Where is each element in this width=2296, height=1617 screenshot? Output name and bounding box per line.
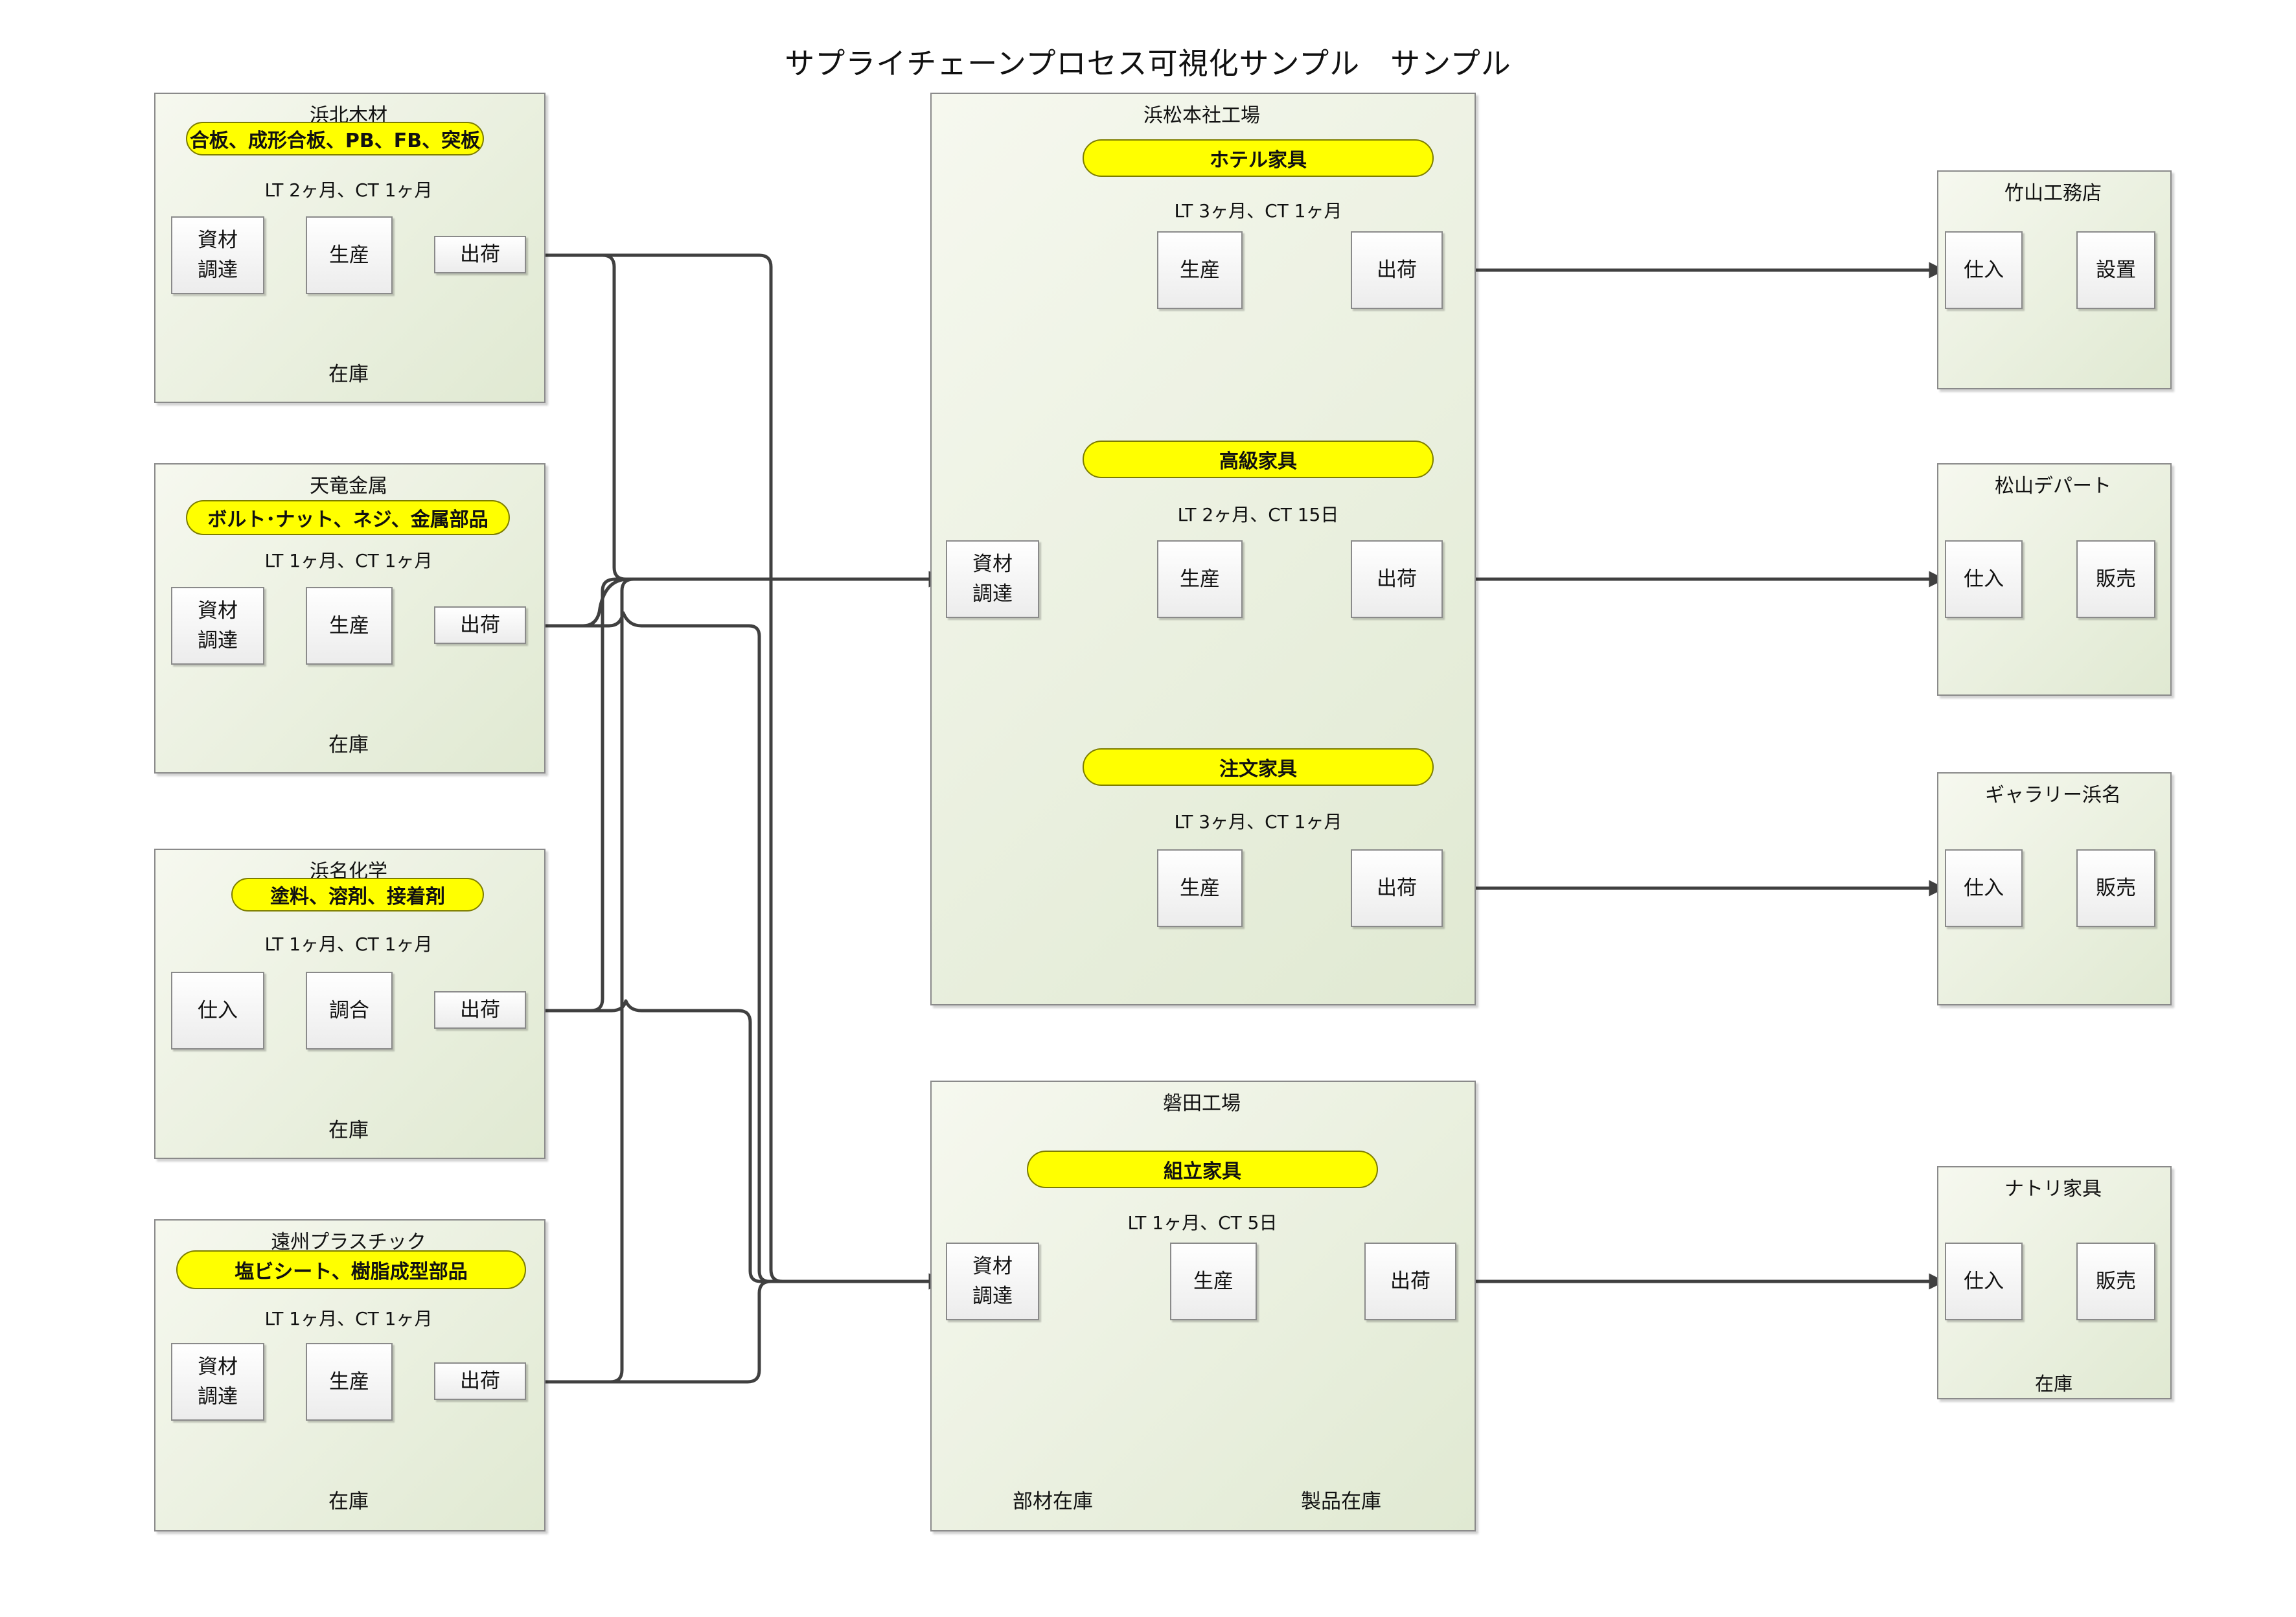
inventory-label: 在庫 (2034, 1373, 2072, 1395)
flow-connector (524, 253, 945, 588)
ship-box[interactable]: 出荷 (1351, 540, 1443, 618)
product-pill: 塩ビシート、樹脂成型部品 (176, 1250, 526, 1289)
flow-connector (524, 571, 945, 1384)
lead-time-label: LT 3ヶ月、CT 1ヶ月 (1174, 200, 1342, 222)
customer-name: 松山デパート (1995, 475, 2111, 498)
procure-box[interactable]: 資材 調達 (946, 540, 1039, 618)
purchase-box[interactable]: 仕入 (171, 972, 264, 1049)
ship-box[interactable]: 出荷 (434, 236, 526, 273)
purchase-box[interactable]: 仕入 (1945, 849, 2023, 927)
flow-connector (524, 999, 945, 1290)
inventory-label: 在庫 (328, 733, 369, 757)
flow-connector (524, 611, 945, 1290)
ship-box[interactable]: 出荷 (434, 1362, 526, 1400)
lead-time-label: LT 2ヶ月、CT 1ヶ月 (264, 179, 433, 201)
page-title: サプライチェーンプロセス可視化サンプル サンプル (785, 46, 1511, 81)
ship-box[interactable]: 出荷 (1351, 231, 1443, 309)
factory-name: 浜松本社工場 (1143, 104, 1260, 127)
ship-box[interactable]: 出荷 (1351, 849, 1443, 927)
flow-connector (524, 253, 945, 1290)
produce-box[interactable]: 生産 (1157, 231, 1243, 309)
supplier-name: 遠州プラスチック (271, 1231, 426, 1254)
flow-connector (524, 571, 945, 628)
sales-box[interactable]: 販売 (2076, 849, 2155, 927)
parts-inventory-label: 部材在庫 (1013, 1490, 1093, 1513)
ship-box[interactable]: 出荷 (434, 991, 526, 1029)
produce-box[interactable]: 生産 (1170, 1243, 1257, 1320)
lead-time-label: LT 3ヶ月、CT 1ヶ月 (1174, 811, 1342, 832)
lead-time-label: LT 1ヶ月、CT 1ヶ月 (264, 550, 433, 571)
factory-name: 磐田工場 (1163, 1092, 1241, 1115)
procure-box[interactable]: 資材 調達 (171, 587, 264, 665)
lead-time-label: LT 2ヶ月、CT 15日 (1177, 504, 1339, 525)
produce-box[interactable]: 生産 (1157, 849, 1243, 927)
flow-connector (524, 571, 945, 1013)
inventory-label: 在庫 (328, 1119, 369, 1142)
produce-box[interactable]: 生産 (306, 587, 393, 665)
sales-box[interactable]: 販売 (2076, 1243, 2155, 1320)
inventory-label: 在庫 (328, 1490, 369, 1513)
ship-box[interactable]: 出荷 (1364, 1243, 1456, 1320)
product-pill: ボルト･ナット、ネジ、金属部品 (186, 500, 510, 535)
customer-name: ギャラリー浜名 (1985, 784, 2121, 807)
lead-time-label: LT 1ヶ月、CT 5日 (1127, 1212, 1278, 1233)
product-pill: 合板、成形合板、PB、FB、突板 (186, 122, 484, 155)
sales-box[interactable]: 販売 (2076, 540, 2155, 618)
product-pill: 塗料、溶剤、接着剤 (231, 878, 484, 912)
customer-name: ナトリ家具 (2004, 1178, 2102, 1200)
product-pill: 注文家具 (1083, 748, 1434, 786)
ship-box[interactable]: 出荷 (434, 606, 526, 644)
produce-box[interactable]: 生産 (306, 1343, 393, 1421)
blending-box[interactable]: 調合 (306, 972, 393, 1049)
product-pill: 組立家具 (1027, 1151, 1378, 1188)
procure-box[interactable]: 資材 調達 (171, 1343, 264, 1421)
product-pill: ホテル家具 (1083, 139, 1434, 177)
procure-box[interactable]: 資材 調達 (171, 216, 264, 294)
purchase-box[interactable]: 仕入 (1945, 1243, 2023, 1320)
install-box[interactable]: 設置 (2076, 231, 2155, 309)
purchase-box[interactable]: 仕入 (1945, 231, 2023, 309)
product-pill: 高級家具 (1083, 441, 1434, 478)
product-inventory-label: 製品在庫 (1301, 1490, 1381, 1513)
lead-time-label: LT 1ヶ月、CT 1ヶ月 (264, 1308, 433, 1329)
flow-connector (524, 1273, 945, 1384)
procure-box[interactable]: 資材 調達 (946, 1243, 1039, 1320)
produce-box[interactable]: 生産 (306, 216, 393, 294)
produce-box[interactable]: 生産 (1157, 540, 1243, 618)
inventory-label: 在庫 (328, 363, 369, 386)
supplier-name: 天竜金属 (310, 475, 387, 498)
customer-name: 竹山工務店 (2004, 182, 2102, 205)
purchase-box[interactable]: 仕入 (1945, 540, 2023, 618)
lead-time-label: LT 1ヶ月、CT 1ヶ月 (264, 934, 433, 955)
